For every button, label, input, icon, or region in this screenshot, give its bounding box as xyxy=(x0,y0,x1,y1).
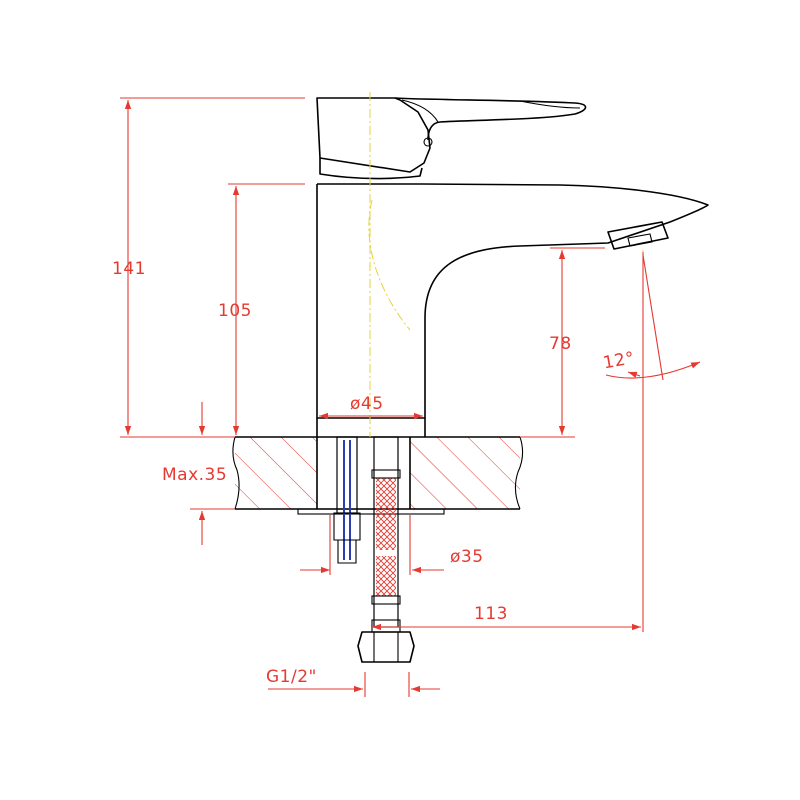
dimension-lines xyxy=(120,97,701,697)
label-max-thickness: Max.35 xyxy=(162,465,227,485)
label-total-height: 141 xyxy=(112,259,146,279)
label-hole-diameter: ø35 xyxy=(450,547,484,567)
countertop-section xyxy=(232,436,524,515)
label-spout-height: 105 xyxy=(218,301,252,321)
aerator xyxy=(607,221,669,250)
label-body-diameter: ø45 xyxy=(350,394,384,414)
countertop-right-hatch xyxy=(410,437,520,509)
centerlines xyxy=(368,92,644,437)
mounting-stud xyxy=(333,436,361,564)
supply-hose xyxy=(357,436,415,663)
dimension-labels: 141 105 78 ø45 Max.35 ø35 113 G1/2" 12° xyxy=(112,259,636,687)
label-reach: 113 xyxy=(474,604,508,624)
hex-nut xyxy=(357,631,415,663)
countertop-left-hatch xyxy=(235,437,317,509)
handle-block xyxy=(316,97,431,173)
label-outlet-height: 78 xyxy=(549,334,572,354)
lever xyxy=(394,97,587,141)
label-thread: G1/2" xyxy=(266,667,317,687)
dim-angle-arc xyxy=(605,361,701,379)
spout-body xyxy=(316,183,709,419)
label-angle: 12° xyxy=(602,348,637,373)
